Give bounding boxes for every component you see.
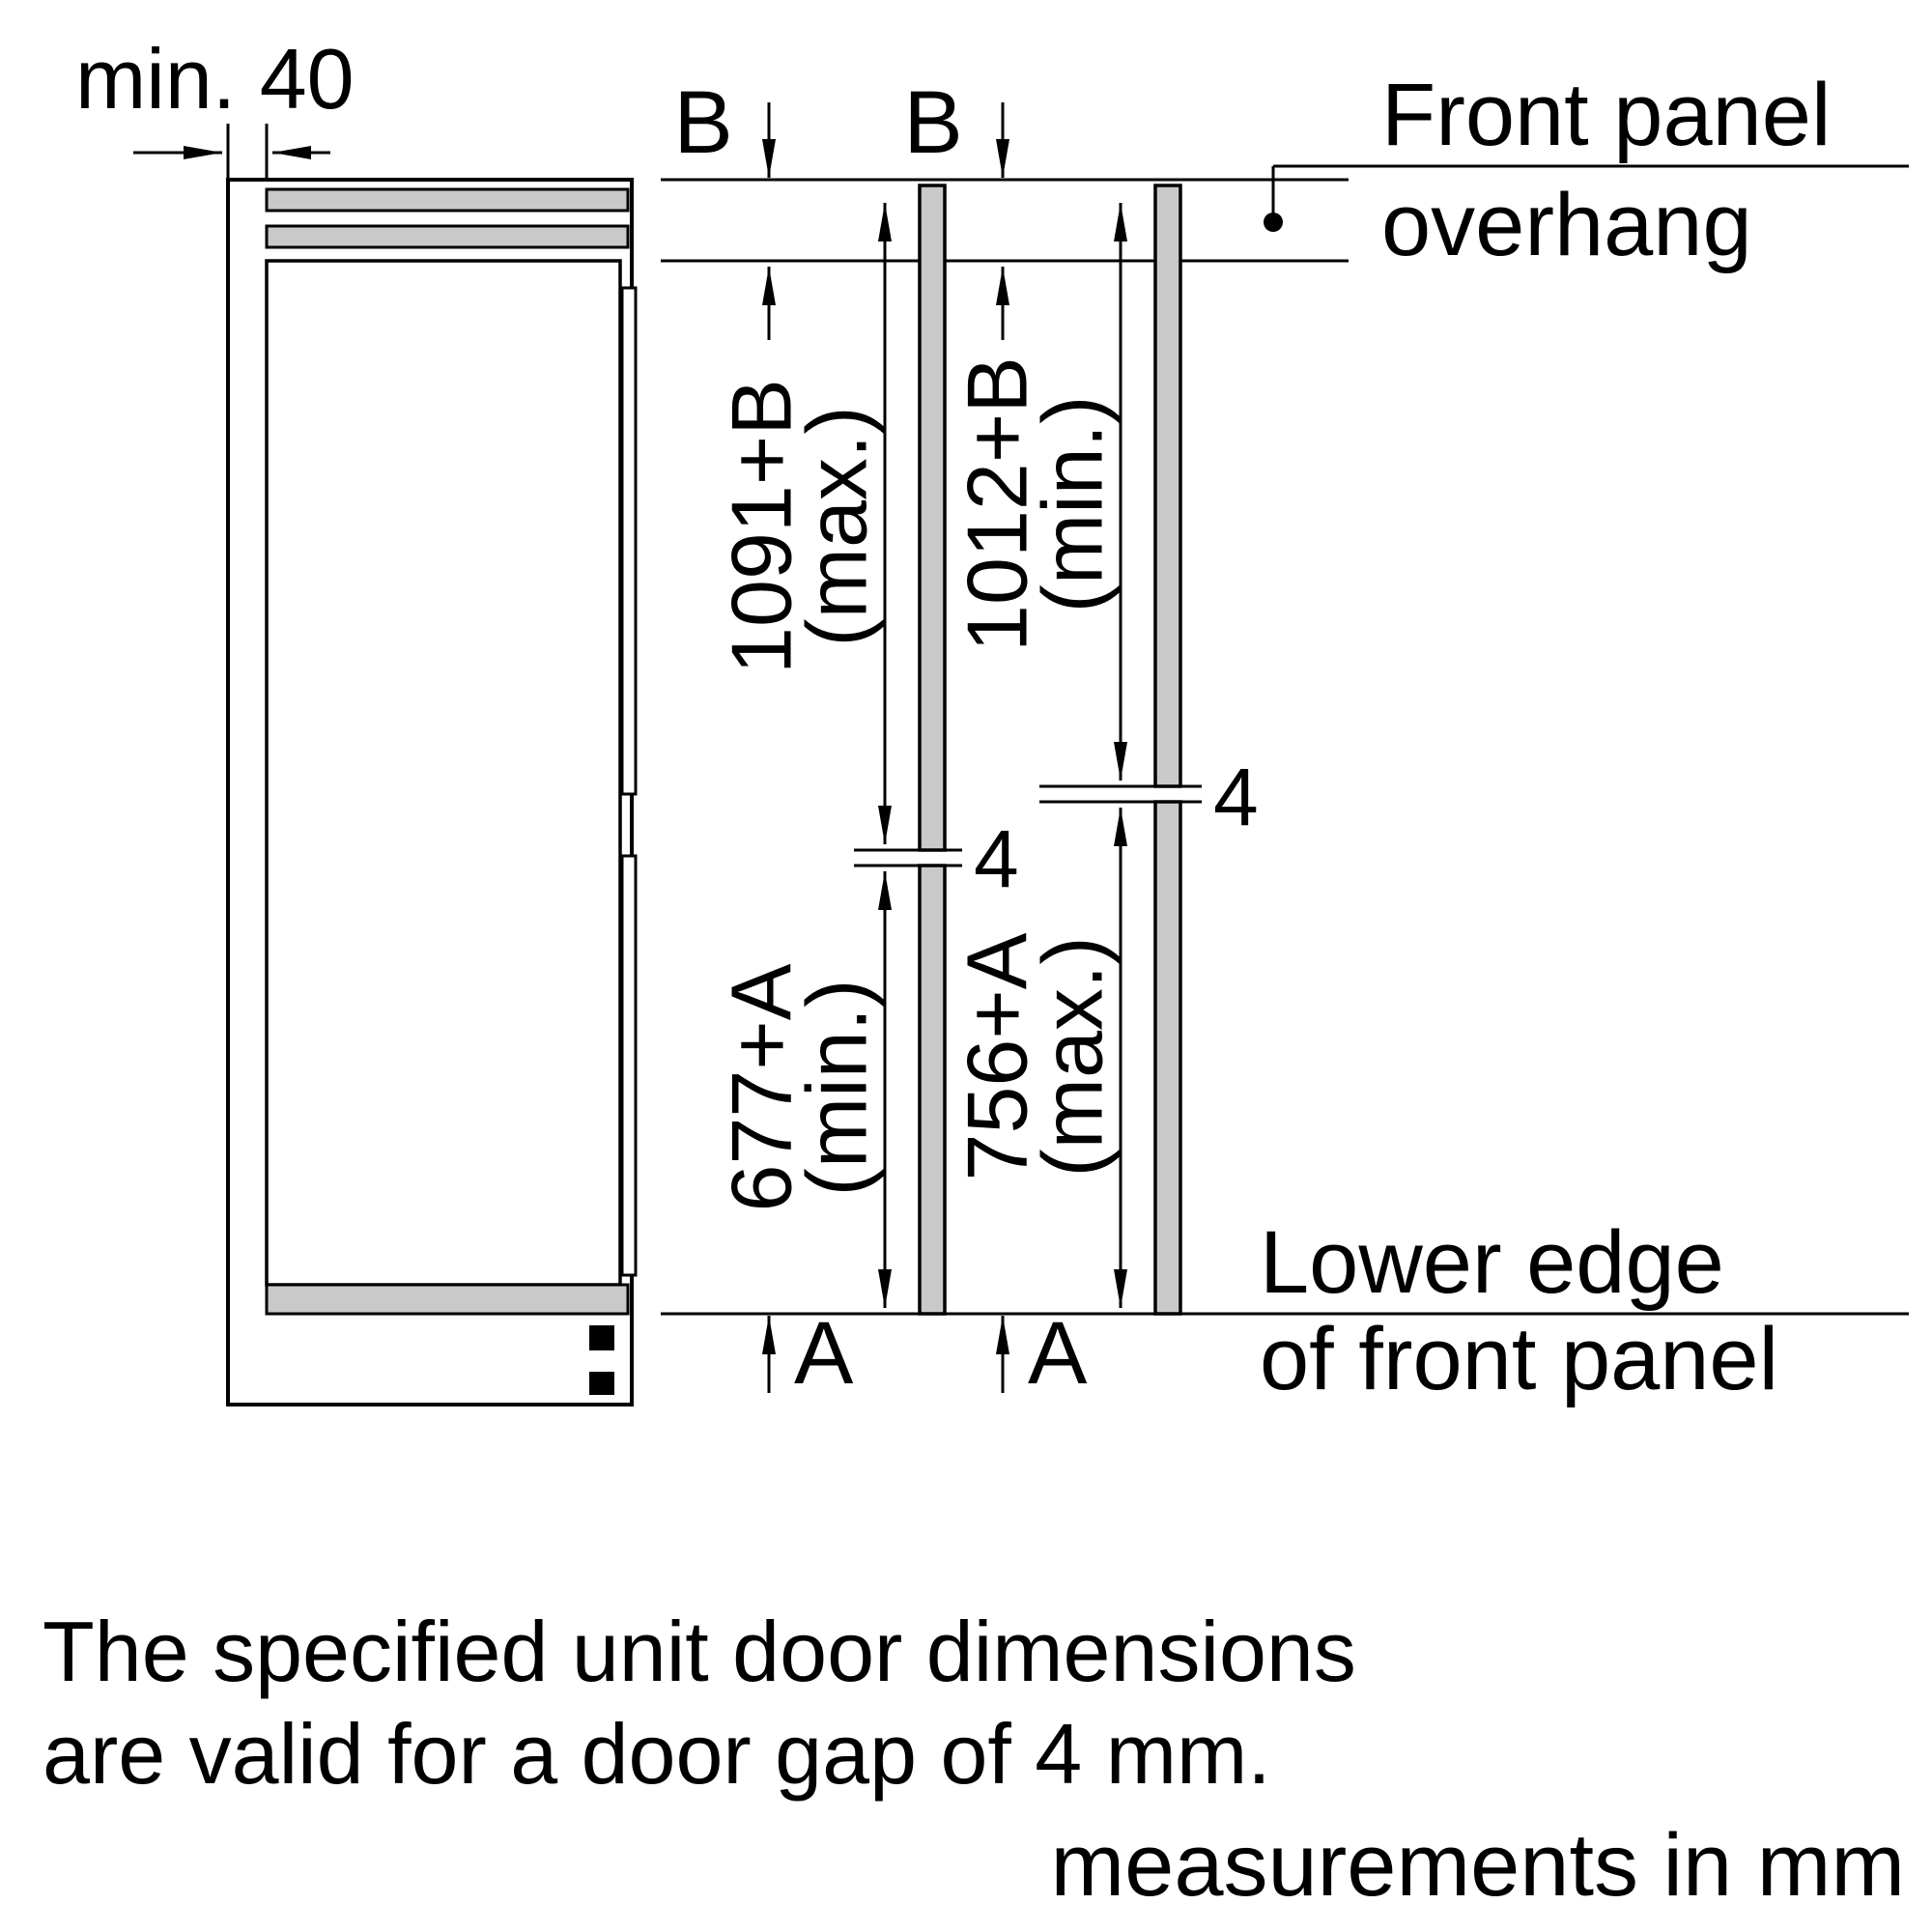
dim-b-left-label: B [673, 73, 732, 172]
min-gap-label: min. 40 [75, 31, 355, 127]
gap-left-label: 4 [974, 813, 1019, 904]
cabinet-section [226, 178, 638, 1406]
dim-lower-left-value: 677+A [714, 963, 810, 1211]
bottom-trim-bar [265, 1283, 630, 1316]
front-panel-right-upper [1153, 184, 1182, 788]
footnote: The specified unit door dimensions are v… [43, 1604, 1356, 1802]
unit-door [265, 259, 622, 1287]
door-gap-marks: 4 4 [854, 752, 1259, 904]
b-dimension-top: B B [673, 73, 1009, 340]
dim-upper-right-qualifier: (min.) [1025, 396, 1121, 613]
front-panel-overhang-callout: Front panel overhang [1264, 66, 1909, 274]
front-panel-left-lower [918, 864, 947, 1316]
plinth-block-2 [589, 1372, 614, 1395]
dim-upper-left-value: 1091+B [714, 379, 810, 674]
front-panel-right-lower [1153, 800, 1182, 1316]
dim-lower-left-qualifier: (min.) [789, 980, 885, 1197]
dim-upper-left-qualifier: (max.) [789, 406, 885, 646]
lower-edge-callout: Lower edge of front panel [1260, 1213, 1778, 1408]
front-panels [918, 184, 1182, 1316]
panel-dimensions: 1091+B (max.) 1012+B (min.) 677+A (min.)… [714, 203, 1127, 1308]
lower-edge-note-line1: Lower edge [1260, 1213, 1724, 1312]
top-trim-bar-2 [265, 224, 630, 249]
appliance-door-front-upper [620, 286, 638, 796]
min-gap-dimension: min. 40 [75, 31, 355, 180]
dim-b-right-label: B [903, 73, 962, 172]
lower-edge-note-line2: of front panel [1260, 1310, 1778, 1408]
dim-a-left-label: A [794, 1304, 854, 1403]
front-panel-note-line2: overhang [1381, 176, 1752, 274]
plinth-block-1 [589, 1325, 614, 1350]
dim-lower-right-qualifier: (max.) [1025, 936, 1121, 1177]
front-panel-leader-dot [1264, 213, 1283, 232]
top-trim-bar-1 [265, 187, 630, 213]
appliance-door-front-lower [620, 854, 638, 1277]
dim-a-right-label: A [1028, 1304, 1088, 1403]
front-panel-note-line1: Front panel [1381, 66, 1831, 164]
gap-right-label: 4 [1213, 752, 1259, 842]
footnote-line2: are valid for a door gap of 4 mm. [43, 1706, 1271, 1802]
dim-lower-right-value: 756+A [950, 932, 1045, 1180]
front-panel-left-upper [918, 184, 947, 852]
dim-upper-right-value: 1012+B [950, 356, 1045, 652]
footnote-line1: The specified unit door dimensions [43, 1604, 1356, 1699]
reference-lines [661, 178, 1909, 1316]
a-dimension-bottom: A A [762, 1304, 1088, 1403]
units-note: measurements in mm [1051, 1816, 1905, 1915]
